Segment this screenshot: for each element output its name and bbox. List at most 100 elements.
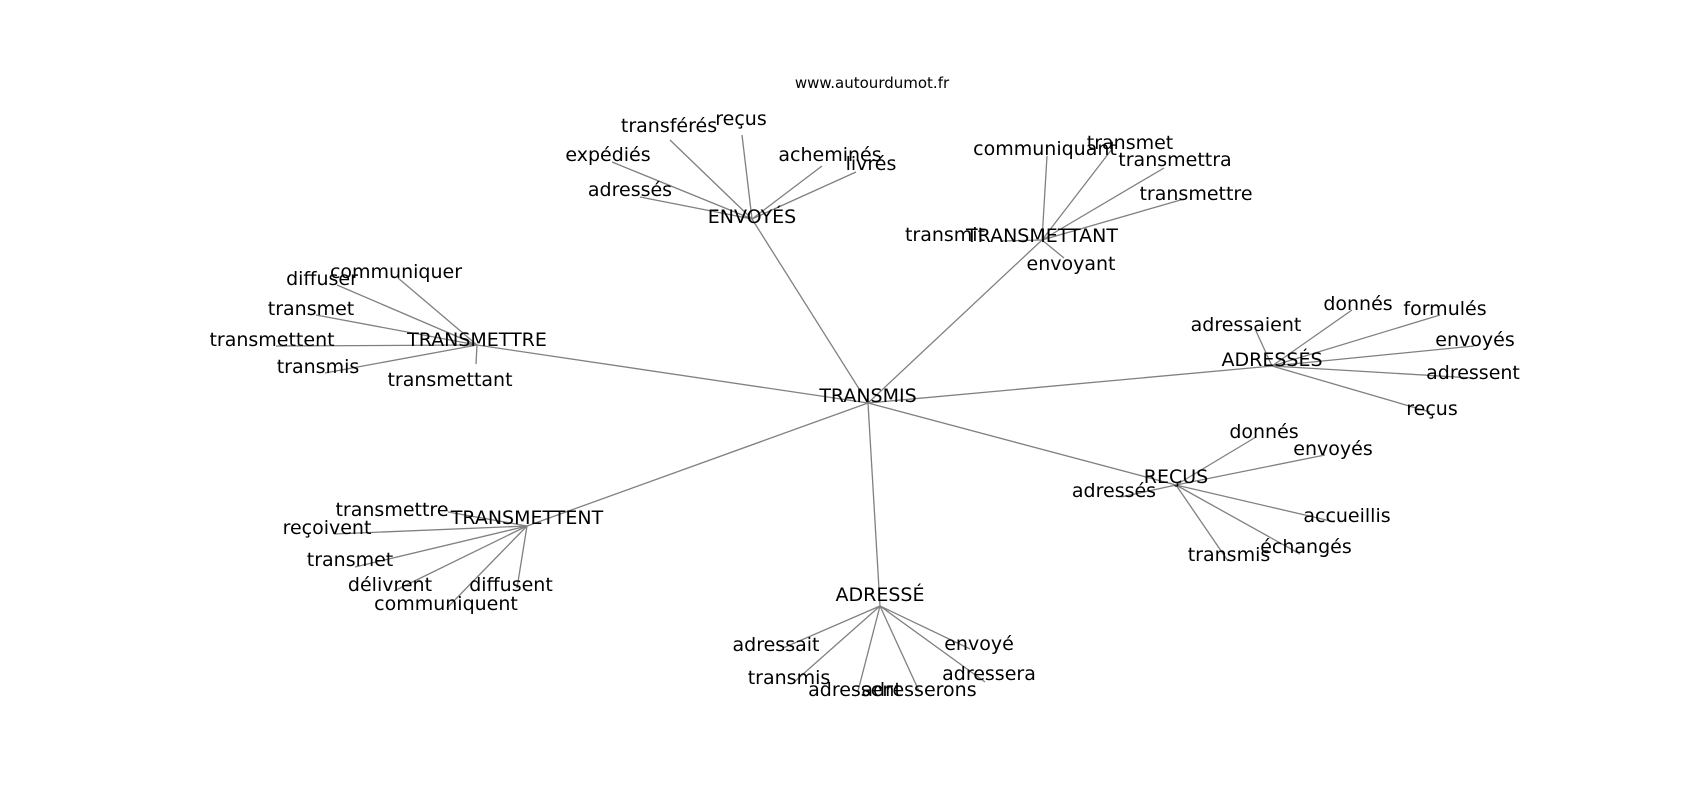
leaf-node-label: adressés — [588, 179, 672, 201]
edge-cluster-to-leaf — [999, 239, 1043, 242]
edge-cluster-to-leaf — [516, 525, 528, 589]
edge-cluster-to-leaf — [447, 511, 528, 527]
leaf-node-label: reçoivent — [283, 517, 372, 539]
edge-cluster-to-leaf — [1271, 365, 1431, 413]
leaf-node-label: adresserons — [861, 679, 976, 701]
leaf-node-label: formulés — [1403, 298, 1486, 320]
leaf-node-label: envoyé — [944, 633, 1014, 655]
edge-cluster-to-leaf — [1255, 330, 1273, 367]
leaf-node-label: adressés — [1072, 480, 1156, 502]
edge-cluster-to-leaf — [324, 344, 478, 374]
leaf-node-label: transférés — [621, 115, 717, 137]
cluster-node-label: ENVOYÉS — [708, 205, 796, 228]
edge-center-to-cluster — [867, 402, 881, 607]
leaf-node-label: transmis — [1188, 544, 1271, 566]
edge-center-to-cluster — [526, 402, 869, 527]
leaf-node-label: transmettant — [387, 369, 512, 391]
leaf-node-label: délivrent — [348, 574, 432, 596]
edge-cluster-to-leaf — [611, 161, 753, 220]
leaf-node-label: communiquent — [374, 593, 518, 615]
edge-cluster-to-leaf — [1120, 484, 1177, 498]
edge-cluster-to-leaf — [1271, 309, 1353, 367]
leaf-node-label: diffuser — [286, 268, 358, 290]
edge-cluster-to-leaf — [669, 139, 753, 220]
leaf-node-label: donnés — [1323, 293, 1392, 315]
leaf-node-label: échangés — [1260, 536, 1352, 558]
edge-cluster-to-leaf — [475, 344, 478, 365]
edge-cluster-to-leaf — [792, 605, 881, 684]
leaf-node-label: transmettent — [209, 329, 334, 351]
edge-cluster-to-leaf — [397, 277, 478, 346]
edge-cluster-to-leaf — [1041, 148, 1113, 241]
edge-center-to-cluster — [476, 344, 869, 404]
leaf-node-label: transmis — [277, 356, 360, 378]
leaf-node-label: transmet — [1087, 132, 1174, 154]
edge-cluster-to-leaf — [333, 525, 528, 535]
edge-cluster-to-leaf — [1271, 314, 1441, 367]
leaf-node-label: envoyés — [1435, 329, 1514, 351]
leaf-node-label: accueillis — [1303, 505, 1390, 527]
cluster-node-label: REÇUS — [1144, 466, 1208, 488]
edge-cluster-to-leaf — [354, 525, 528, 568]
edge-cluster-to-leaf — [1271, 365, 1474, 379]
leaf-node-label: communiquant — [973, 138, 1117, 160]
edge-cluster-to-leaf — [751, 171, 857, 220]
leaf-node-label: diffusent — [469, 574, 553, 596]
edge-layer — [275, 134, 1475, 692]
edge-cluster-to-leaf — [741, 134, 753, 220]
edge-cluster-to-leaf — [857, 605, 881, 692]
cluster-node-label: ADRESSÉS — [1221, 348, 1322, 371]
edge-cluster-to-leaf — [879, 605, 920, 692]
leaf-node-label: adressait — [733, 634, 820, 656]
edge-cluster-to-leaf — [1175, 436, 1257, 486]
edge-cluster-to-leaf — [1271, 345, 1475, 367]
edge-cluster-to-leaf — [1175, 484, 1229, 562]
leaf-node-label: envoyés — [1293, 438, 1372, 460]
edge-cluster-to-leaf — [1041, 239, 1065, 259]
edge-cluster-to-leaf — [639, 196, 753, 220]
edge-center-to-cluster — [867, 239, 1043, 404]
leaf-node-label: transmit — [905, 224, 985, 246]
edge-cluster-to-leaf — [751, 165, 823, 220]
edge-cluster-to-leaf — [782, 605, 881, 649]
edge-cluster-to-leaf — [1041, 198, 1185, 241]
edge-center-to-cluster — [867, 365, 1273, 404]
edge-cluster-to-leaf — [1175, 484, 1336, 523]
leaf-node-label: livrés — [846, 153, 897, 175]
leaf-node-label: adressent — [1426, 362, 1520, 384]
leaf-node-label: transmettre — [335, 499, 448, 521]
cluster-node-label: TRANSMETTANT — [965, 225, 1118, 247]
center-node-label: TRANSMIS — [818, 385, 916, 407]
edge-center-to-cluster — [751, 218, 869, 404]
leaf-node-label: transmettre — [1139, 183, 1252, 205]
leaf-node-label: acheminés — [778, 144, 881, 166]
edge-cluster-to-leaf — [275, 344, 478, 347]
leaf-node-label: transmis — [748, 667, 831, 689]
edge-cluster-to-leaf — [1175, 454, 1326, 486]
edge-cluster-to-leaf — [1041, 167, 1165, 241]
edge-center-to-cluster — [867, 402, 1177, 486]
edge-cluster-to-leaf — [315, 314, 478, 346]
edge-cluster-to-leaf — [1041, 155, 1048, 241]
leaf-node-label: adressera — [942, 663, 1036, 685]
cluster-node-label: TRANSMETTENT — [450, 507, 604, 529]
edge-cluster-to-leaf — [336, 284, 478, 346]
edge-cluster-to-leaf — [1175, 484, 1301, 555]
leaf-node-label: communiquer — [330, 261, 462, 283]
source-label: www.autourdumot.fr — [795, 74, 950, 92]
leaf-node-label: expédiés — [565, 144, 650, 166]
leaf-node-label: transmet — [268, 298, 355, 320]
leaf-node-label: reçus — [715, 108, 766, 130]
edge-cluster-to-leaf — [393, 525, 528, 592]
leaf-node-label: adressent — [808, 679, 902, 701]
leaf-node-label: transmet — [307, 549, 394, 571]
leaf-node-label: adressaient — [1191, 314, 1302, 336]
leaf-node-label: transmettra — [1118, 149, 1231, 171]
leaf-node-label: reçus — [1406, 398, 1457, 420]
cluster-node-label: TRANSMETTRE — [406, 329, 547, 351]
edge-cluster-to-leaf — [446, 525, 528, 609]
cluster-node-label: ADRESSÉ — [836, 583, 925, 606]
edge-cluster-to-leaf — [879, 605, 971, 650]
